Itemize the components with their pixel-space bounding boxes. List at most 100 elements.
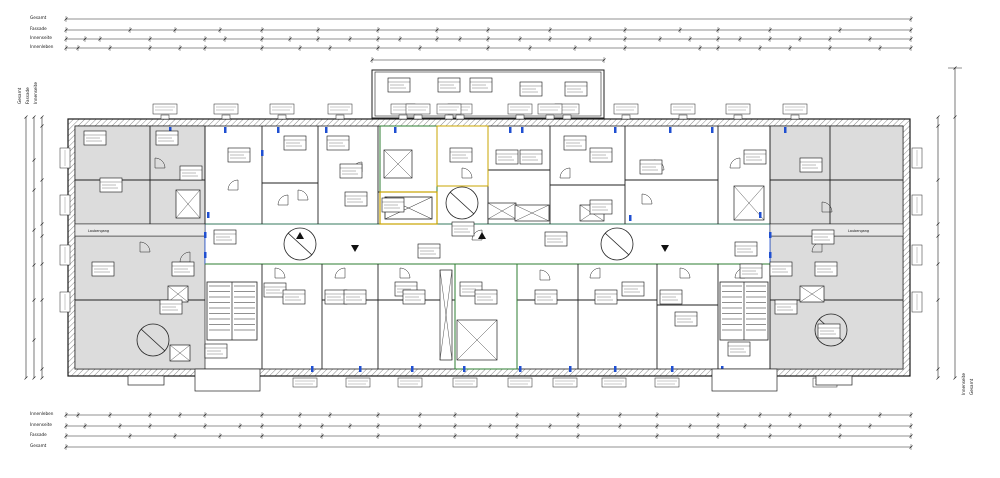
dimension-tick bbox=[40, 234, 44, 238]
marker bbox=[277, 127, 280, 133]
marker bbox=[519, 366, 522, 372]
shaft-cross bbox=[169, 344, 191, 362]
marker bbox=[711, 127, 714, 133]
north-arrow-icon bbox=[296, 232, 669, 252]
door-swing bbox=[471, 229, 483, 241]
dimension-tick bbox=[953, 115, 957, 119]
window-tag bbox=[160, 114, 170, 120]
dimension-tick bbox=[40, 298, 44, 302]
window-tag bbox=[335, 114, 345, 120]
dimension-tick bbox=[32, 338, 36, 342]
marker bbox=[769, 252, 772, 258]
marker bbox=[463, 366, 466, 372]
left-dimension-lines bbox=[24, 115, 44, 380]
dimension-tick bbox=[40, 178, 44, 182]
marker bbox=[325, 127, 328, 133]
door-swing bbox=[539, 269, 551, 281]
dim-row-label: Gesamt bbox=[969, 378, 974, 395]
dim-row-label: Innenleben bbox=[30, 411, 54, 416]
window-tag bbox=[545, 114, 555, 120]
marker bbox=[204, 232, 207, 238]
door-swing bbox=[559, 167, 571, 179]
window-tag bbox=[725, 103, 751, 115]
window-tag bbox=[455, 114, 465, 120]
marker bbox=[784, 127, 787, 133]
door-swing bbox=[589, 267, 601, 279]
left-dimension-chains: Gesamt Fassade Innenseite bbox=[17, 82, 44, 380]
stairwell-right bbox=[719, 281, 769, 341]
door-swing bbox=[729, 157, 741, 169]
window-tag bbox=[507, 103, 533, 115]
right-dimension-chains: Innenseite Gesamt bbox=[936, 66, 974, 395]
dimension-tick bbox=[32, 188, 36, 192]
dimension-tick bbox=[953, 376, 957, 380]
marker bbox=[671, 366, 674, 372]
dimension-tick bbox=[40, 124, 44, 128]
bottom-dimension-lines bbox=[64, 412, 913, 450]
door-swing bbox=[461, 167, 473, 179]
marker bbox=[769, 232, 772, 238]
shaft-frame bbox=[436, 125, 489, 187]
dimension-tick bbox=[32, 263, 36, 267]
window-tag bbox=[678, 114, 688, 120]
window-tag bbox=[782, 103, 808, 115]
window-tag bbox=[398, 114, 408, 120]
window-tag bbox=[444, 114, 454, 120]
window-tag bbox=[452, 377, 478, 388]
dimension-tick bbox=[936, 124, 940, 128]
right-dimension-lines bbox=[936, 66, 962, 380]
window-tag bbox=[269, 103, 295, 115]
dim-row-label: Innenseite bbox=[30, 35, 52, 40]
dimension-tick bbox=[936, 376, 940, 380]
shaft-cross bbox=[733, 185, 765, 221]
dim-row-label: Innenseite bbox=[33, 82, 38, 104]
shaft-cross bbox=[383, 149, 413, 179]
window-tag bbox=[413, 114, 423, 120]
dimension-tick bbox=[40, 222, 44, 226]
shaft-cross bbox=[514, 204, 550, 222]
marker bbox=[669, 127, 672, 133]
marker bbox=[224, 127, 227, 133]
dim-row-label: Innenleben bbox=[30, 44, 54, 49]
turning-circles bbox=[136, 186, 848, 357]
top-dimension-chains: Gesamt Fassade Innenseite Innenleben bbox=[30, 15, 913, 63]
dim-row-label: Gesamt bbox=[30, 443, 47, 448]
marker bbox=[207, 212, 210, 218]
marker bbox=[759, 212, 762, 218]
window-tag bbox=[152, 103, 178, 115]
sensor-markers bbox=[169, 127, 787, 372]
dim-row-label: Fassade bbox=[30, 26, 47, 31]
door-swing bbox=[399, 267, 411, 279]
window-tag bbox=[277, 114, 287, 120]
dimension-tick bbox=[936, 262, 940, 266]
dim-row-label: Fassade bbox=[25, 87, 30, 104]
marker bbox=[261, 150, 264, 156]
dimension-tick bbox=[936, 367, 940, 371]
marker bbox=[614, 366, 617, 372]
door-swing bbox=[297, 189, 309, 201]
window-tag bbox=[621, 114, 631, 120]
dimension-tick bbox=[936, 298, 940, 302]
dimension-tick bbox=[40, 376, 44, 380]
window-tag bbox=[507, 377, 533, 388]
room-label: Laubengang bbox=[88, 229, 109, 233]
dimension-tick bbox=[936, 222, 940, 226]
shaft-cross bbox=[175, 189, 201, 219]
stairwell-left bbox=[206, 281, 258, 341]
marker bbox=[411, 366, 414, 372]
shaft-cross bbox=[456, 319, 498, 361]
window-tag bbox=[670, 103, 696, 115]
dim-row-label: Gesamt bbox=[17, 87, 22, 104]
dim-row-label: Innenseite bbox=[961, 373, 966, 395]
marker bbox=[569, 366, 572, 372]
marker bbox=[614, 127, 617, 133]
window-tag bbox=[292, 377, 318, 388]
door-swing bbox=[641, 193, 653, 205]
marker bbox=[204, 252, 207, 258]
dimension-tick bbox=[936, 115, 940, 119]
door-swing bbox=[334, 267, 346, 279]
window-tag bbox=[601, 377, 627, 388]
dim-row-label: Fassade bbox=[30, 432, 47, 437]
top-dimension-lines bbox=[64, 16, 913, 63]
